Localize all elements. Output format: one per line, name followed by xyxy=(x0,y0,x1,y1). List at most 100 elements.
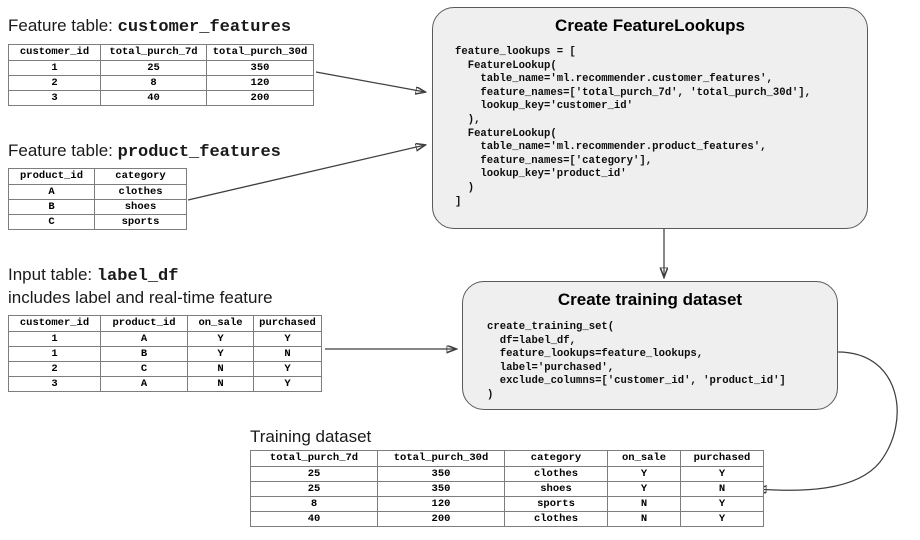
table-cell: 350 xyxy=(377,481,505,497)
table-cell: N xyxy=(680,481,764,497)
caption-product-features: Feature table: product_features xyxy=(8,141,281,163)
table-cell: N xyxy=(253,346,322,362)
column-header: total_purch_7d xyxy=(100,44,207,61)
table-cell: sports xyxy=(94,214,187,230)
table-row: 2 C N Y xyxy=(8,361,322,377)
table-cell: N xyxy=(187,376,254,392)
table-row: 1 A Y Y xyxy=(8,331,322,347)
column-header: total_purch_7d xyxy=(250,450,378,467)
table-cell: Y xyxy=(253,376,322,392)
table-cell: 2 xyxy=(8,361,101,377)
table-cell: 200 xyxy=(377,511,505,527)
table-cell: sports xyxy=(504,496,608,512)
table-header-row: customer_id total_purch_7d total_purch_3… xyxy=(8,44,314,61)
table-cell: 350 xyxy=(206,60,314,76)
table-cell: clothes xyxy=(504,466,608,482)
table-label-df: customer_id product_id on_sale purchased… xyxy=(8,315,322,392)
table-cell: 350 xyxy=(377,466,505,482)
table-cell: N xyxy=(607,496,681,512)
table-row: 1 25 350 xyxy=(8,60,314,76)
arrow-customer-features-to-lookups xyxy=(315,71,425,92)
table-cell: A xyxy=(100,331,188,347)
table-cell: C xyxy=(100,361,188,377)
table-row: B shoes xyxy=(8,199,187,215)
table-cell: N xyxy=(187,361,254,377)
table-training-dataset: total_purch_7d total_purch_30d category … xyxy=(250,450,764,527)
table-header-row: customer_id product_id on_sale purchased xyxy=(8,315,322,332)
table-row: A clothes xyxy=(8,184,187,200)
table-customer-features: customer_id total_purch_7d total_purch_3… xyxy=(8,44,314,106)
table-cell: 8 xyxy=(100,75,207,91)
caption-label-df-line2: includes label and real-time feature xyxy=(8,288,273,307)
table-header-row: total_purch_7d total_purch_30d category … xyxy=(250,450,764,467)
table-cell: Y xyxy=(253,361,322,377)
caption-customer-features: Feature table: customer_features xyxy=(8,16,291,38)
code-block-featurelookups: feature_lookups = [ FeatureLookup( table… xyxy=(455,46,812,208)
table-cell: Y xyxy=(680,511,764,527)
caption-product-features-name: product_features xyxy=(117,143,281,162)
table-cell: Y xyxy=(187,346,254,362)
table-cell: Y xyxy=(253,331,322,347)
table-cell: 3 xyxy=(8,376,101,392)
column-header: total_purch_30d xyxy=(377,450,505,467)
table-row: 40 200 clothes N Y xyxy=(250,511,764,527)
table-product-features: product_id category A clothes B shoes C … xyxy=(8,168,187,230)
caption-training-dataset: Training dataset xyxy=(250,427,372,446)
table-row: 3 A N Y xyxy=(8,376,322,392)
column-header: purchased xyxy=(253,315,322,332)
column-header: product_id xyxy=(8,168,95,185)
table-cell: 25 xyxy=(250,481,378,497)
table-cell: N xyxy=(607,511,681,527)
table-cell: A xyxy=(100,376,188,392)
table-row: 25 350 clothes Y Y xyxy=(250,466,764,482)
table-cell: shoes xyxy=(504,481,608,497)
process-box-create-featurelookups: Create FeatureLookups feature_lookups = … xyxy=(432,7,868,229)
table-cell: 40 xyxy=(250,511,378,527)
code-block-training-set: create_training_set( df=label_df, featur… xyxy=(487,321,786,401)
process-box-title: Create FeatureLookups xyxy=(555,16,745,35)
table-row: 1 B Y N xyxy=(8,346,322,362)
table-cell: 120 xyxy=(377,496,505,512)
table-row: 25 350 shoes Y N xyxy=(250,481,764,497)
table-cell: Y xyxy=(607,481,681,497)
table-row: C sports xyxy=(8,214,187,230)
table-row: 2 8 120 xyxy=(8,75,314,91)
table-cell: Y xyxy=(607,466,681,482)
column-header: category xyxy=(504,450,608,467)
table-cell: B xyxy=(100,346,188,362)
column-header: category xyxy=(94,168,187,185)
column-header: purchased xyxy=(680,450,764,467)
table-cell: B xyxy=(8,199,95,215)
column-header: product_id xyxy=(100,315,188,332)
table-cell: 120 xyxy=(206,75,314,91)
process-box-create-training-dataset: Create training dataset create_training_… xyxy=(462,281,838,410)
table-header-row: product_id category xyxy=(8,168,187,185)
table-cell: 25 xyxy=(100,60,207,76)
caption-label-df-prefix: Input table: xyxy=(8,265,97,284)
table-cell: Y xyxy=(680,466,764,482)
table-cell: 200 xyxy=(206,90,314,106)
table-cell: Y xyxy=(680,496,764,512)
table-row: 8 120 sports N Y xyxy=(250,496,764,512)
table-cell: clothes xyxy=(94,184,187,200)
table-cell: 1 xyxy=(8,331,101,347)
column-header: customer_id xyxy=(8,44,101,61)
table-cell: shoes xyxy=(94,199,187,215)
table-cell: C xyxy=(8,214,95,230)
table-cell: 1 xyxy=(8,60,101,76)
column-header: total_purch_30d xyxy=(206,44,314,61)
table-cell: 2 xyxy=(8,75,101,91)
column-header: on_sale xyxy=(187,315,254,332)
caption-product-features-prefix: Feature table: xyxy=(8,141,118,160)
caption-label-df-name: label_df xyxy=(96,267,179,286)
caption-customer-features-name: customer_features xyxy=(117,18,292,37)
table-cell: 40 xyxy=(100,90,207,106)
caption-customer-features-prefix: Feature table: xyxy=(8,16,118,35)
caption-label-df: Input table: label_df xyxy=(8,265,178,287)
column-header: customer_id xyxy=(8,315,101,332)
table-cell: 3 xyxy=(8,90,101,106)
column-header: on_sale xyxy=(607,450,681,467)
process-box-title: Create training dataset xyxy=(557,290,743,309)
table-cell: 8 xyxy=(250,496,378,512)
